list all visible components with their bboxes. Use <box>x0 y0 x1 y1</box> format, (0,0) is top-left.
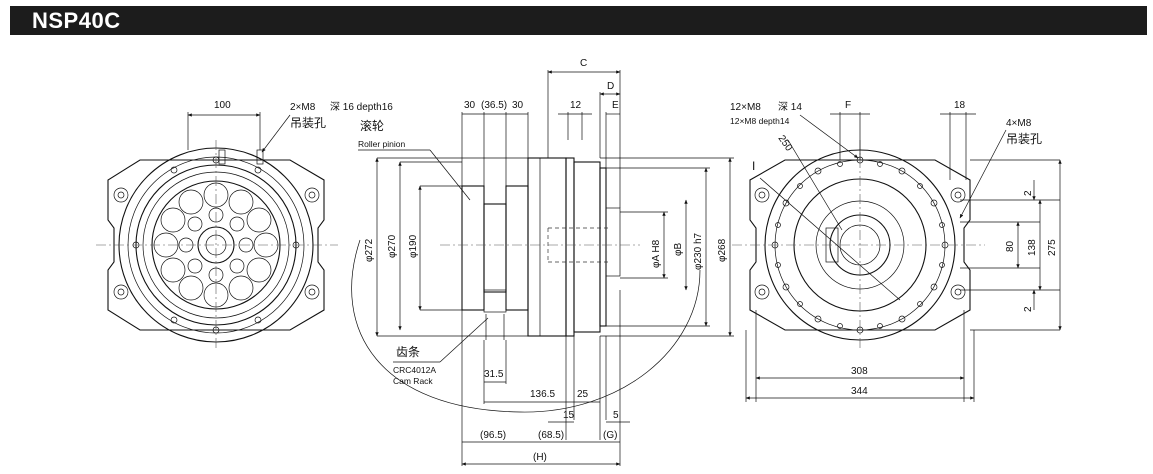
label-roller-cn: 滚轮 <box>360 118 384 133</box>
dim-h: (H) <box>533 452 547 463</box>
dim-31-5: 31.5 <box>484 369 504 380</box>
dim-2b: 2 <box>1023 306 1034 312</box>
dim-e: E <box>612 100 619 111</box>
title-bar: NSP40C <box>10 6 1147 35</box>
dim-25: 25 <box>577 389 589 400</box>
dim-80: 80 <box>1005 240 1016 252</box>
dim-344: 344 <box>851 386 868 397</box>
dim-30a: 30 <box>464 100 476 111</box>
dim-270: φ270 <box>387 234 398 258</box>
dim-c: C <box>580 58 587 69</box>
dim-138: 138 <box>1027 239 1038 256</box>
dim-100: 100 <box>214 100 231 111</box>
label-2xm8: 2×M8 <box>290 102 316 113</box>
dim-12: 12 <box>570 100 582 111</box>
label-depth16: 深 16 depth16 <box>330 101 393 113</box>
label-lift-hole-right: 吊装孔 <box>1006 132 1042 146</box>
label-rack-cn: 齿条 <box>396 345 420 359</box>
dim-30b: 30 <box>512 100 524 111</box>
label-rack-en-2: Cam Rack <box>393 376 433 386</box>
label-depth14-cn: 深 14 <box>778 101 802 113</box>
dim-308: 308 <box>851 366 868 377</box>
label-rack-en-1: CRC4012A <box>393 365 436 375</box>
middle-side-view: φ272 φ270 φ190 φA H8 φB φ230 h7 φ268 30 … <box>351 58 734 466</box>
dim-96-5: (96.5) <box>480 430 506 441</box>
dim-b: φB <box>673 243 684 256</box>
label-4xm8: 4×M8 <box>1006 118 1032 129</box>
dim-68-5: (68.5) <box>538 430 564 441</box>
dim-272: φ272 <box>364 238 375 262</box>
dim-f: F <box>845 100 851 111</box>
dim-250: 250 <box>776 133 795 153</box>
dim-36-5: (36.5) <box>481 100 507 111</box>
dim-268: φ268 <box>717 238 728 262</box>
left-front-view: 100 2×M8 深 16 depth16 吊装孔 <box>96 100 393 350</box>
dim-230-h7: φ230 h7 <box>693 232 704 270</box>
label-lift-hole-left: 吊装孔 <box>290 116 326 130</box>
label-12xm8-depth: 12×M8 depth14 <box>730 116 790 126</box>
dim-275: 275 <box>1047 239 1058 256</box>
right-rear-view: I F 18 12×M8 深 14 12×M8 depth14 250 4×M8… <box>730 100 1062 402</box>
label-12xm8: 12×M8 <box>730 102 761 113</box>
dim-g: (G) <box>603 430 617 441</box>
dim-a-h8: φA H8 <box>651 239 662 268</box>
page-title: NSP40C <box>32 8 121 33</box>
label-roller-en: Roller pinion <box>358 139 406 149</box>
dim-190: φ190 <box>408 234 419 258</box>
dim-d: D <box>607 81 614 92</box>
dim-18: 18 <box>954 100 966 111</box>
dim-5: 5 <box>613 410 619 421</box>
dim-136-5: 136.5 <box>530 389 555 400</box>
label-view-mark: I <box>752 159 755 173</box>
dim-2a: 2 <box>1023 190 1034 196</box>
dim-15: 15 <box>563 410 575 421</box>
